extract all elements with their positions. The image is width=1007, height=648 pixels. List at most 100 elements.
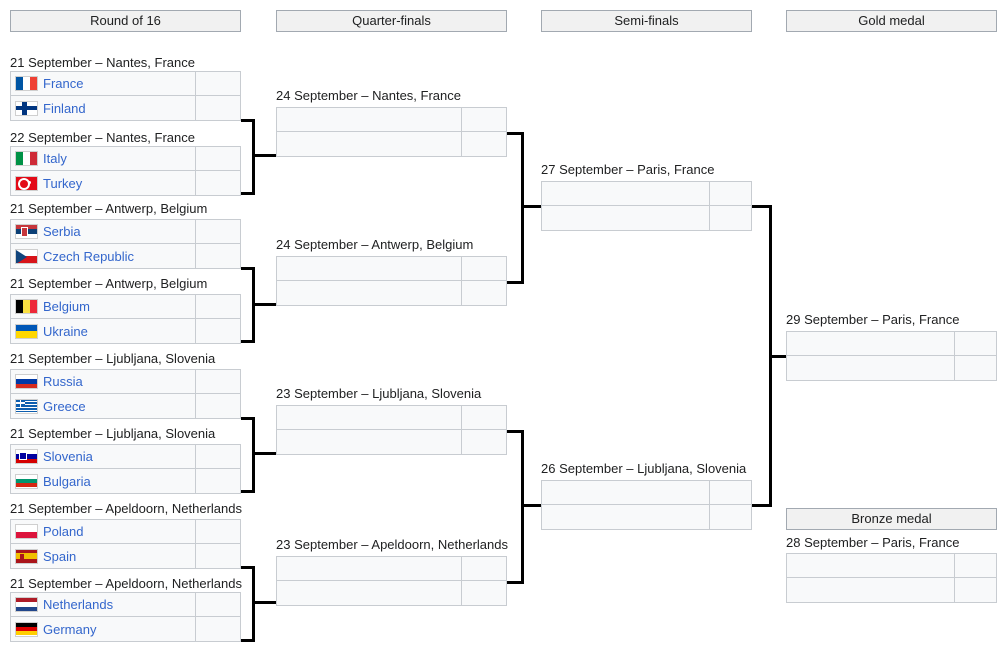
score-cell (195, 220, 240, 243)
team-name-link[interactable]: Netherlands (43, 597, 114, 612)
team-name-link[interactable]: Bulgaria (43, 473, 91, 489)
semi-final-1-match (541, 181, 752, 231)
round-header-round-of-16: Round of 16 (10, 10, 241, 32)
score-cell (709, 206, 751, 230)
bracket-connector-line (521, 504, 541, 507)
team-cell (787, 554, 954, 577)
score-cell (195, 617, 240, 641)
team-cell: Czech Republic (11, 244, 195, 268)
match-row (276, 281, 507, 306)
round-of-16-3-date-venue-label: 21 September – Antwerp, Belgium (10, 201, 208, 216)
match-row: Spain (10, 544, 241, 569)
team-name-link[interactable]: Poland (43, 524, 84, 539)
match-row (541, 181, 752, 206)
score-cell (195, 96, 240, 120)
bracket-connector-line (769, 355, 786, 358)
team-cell: Finland (11, 96, 195, 120)
bracket-connector-line (241, 192, 255, 195)
team-name-link[interactable]: Turkey (43, 175, 83, 191)
bracket-connector-line (252, 566, 255, 642)
team-cell (277, 406, 461, 429)
round-header-semi-finals: Semi-finals (541, 10, 752, 32)
team-cell: Netherlands (11, 593, 195, 616)
score-cell (195, 593, 240, 616)
bracket-connector-line (241, 490, 255, 493)
team-cell: Greece (11, 394, 195, 418)
match-row: Slovenia (10, 444, 241, 469)
team-name-link[interactable]: Finland (43, 100, 86, 116)
score-cell (954, 578, 996, 602)
quarter-final-4-date-venue-label: 23 September – Apeldoorn, Netherlands (276, 537, 508, 552)
bracket-connector-line (507, 581, 524, 584)
team-name-link[interactable]: Ukraine (43, 323, 88, 339)
match-row: Italy (10, 146, 241, 171)
bracket-connector-line (507, 430, 524, 433)
team-cell (277, 132, 461, 156)
flag-icon-turkey (15, 175, 38, 191)
score-cell (195, 370, 240, 393)
match-row: Finland (10, 96, 241, 121)
team-cell: France (11, 72, 195, 95)
team-name-link[interactable]: Greece (43, 398, 86, 414)
score-cell (195, 544, 240, 568)
match-row (541, 480, 752, 505)
score-cell (195, 520, 240, 543)
flag-icon-spain (15, 548, 38, 564)
team-cell (277, 430, 461, 454)
score-cell (461, 557, 506, 580)
team-cell (542, 481, 709, 504)
team-name-link[interactable]: Serbia (43, 224, 81, 239)
flag-icon-finland (15, 100, 38, 116)
quarter-final-3-date-venue-label: 23 September – Ljubljana, Slovenia (276, 386, 482, 401)
team-name-link[interactable]: Czech Republic (43, 248, 135, 264)
flag-icon-bulgaria (15, 473, 38, 489)
score-cell (954, 554, 996, 577)
gold-medal-final-match (786, 331, 997, 381)
bracket-connector-line (241, 267, 255, 270)
team-name-link[interactable]: Russia (43, 374, 83, 389)
score-cell (195, 295, 240, 318)
bracket-connector-line (241, 639, 255, 642)
score-cell (195, 244, 240, 268)
team-name-link[interactable]: Italy (43, 151, 67, 166)
team-name-link[interactable]: Spain (43, 548, 77, 564)
match-row (276, 556, 507, 581)
score-cell (195, 147, 240, 170)
bracket-connector-line (241, 119, 255, 122)
team-cell (542, 182, 709, 205)
quarter-final-2-match (276, 256, 507, 306)
match-row: Belgium (10, 294, 241, 319)
flag-icon-serbia (15, 224, 38, 239)
score-cell (461, 581, 506, 605)
match-row: Serbia (10, 219, 241, 244)
team-cell (277, 281, 461, 305)
team-cell: Belgium (11, 295, 195, 318)
team-name-link[interactable]: Slovenia (43, 449, 93, 464)
match-row (276, 405, 507, 430)
team-cell: Bulgaria (11, 469, 195, 493)
bracket-connector-line (241, 417, 255, 420)
match-row: Ukraine (10, 319, 241, 344)
bronze-medal-match-match (786, 553, 997, 603)
team-cell: Slovenia (11, 445, 195, 468)
bracket-connector-line (252, 417, 255, 493)
team-cell (542, 206, 709, 230)
team-name-link[interactable]: Germany (43, 621, 97, 637)
score-cell (461, 430, 506, 454)
match-row (541, 505, 752, 530)
round-of-16-4-date-venue-label: 21 September – Antwerp, Belgium (10, 276, 208, 291)
match-row (541, 206, 752, 231)
round-of-16-6-date-venue-label: 21 September – Ljubljana, Slovenia (10, 426, 216, 441)
team-cell: Serbia (11, 220, 195, 243)
match-row (276, 430, 507, 455)
team-cell (787, 332, 954, 355)
team-cell (277, 108, 461, 131)
team-name-link[interactable]: France (43, 76, 84, 91)
team-name-link[interactable]: Belgium (43, 299, 90, 314)
bracket-connector-line (252, 119, 255, 195)
